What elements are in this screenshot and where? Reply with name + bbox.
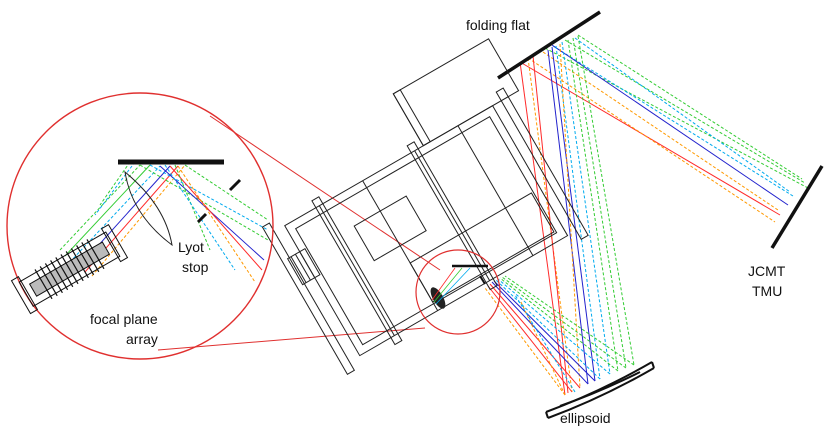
rays-tmu-to-flat xyxy=(519,34,809,223)
focal-plane-array xyxy=(10,223,129,315)
label-lyot: Lyot xyxy=(178,239,204,255)
lens xyxy=(124,170,173,247)
label-tmu: TMU xyxy=(752,283,782,299)
inset-rays xyxy=(59,161,269,283)
inset-circle-small xyxy=(415,249,501,335)
label-jcmt: JCMT xyxy=(748,263,786,279)
folding-flat-mirror xyxy=(497,10,601,80)
label-focal-plane: focal plane xyxy=(90,311,158,327)
cryostat-body xyxy=(261,38,589,375)
label-ellipsoid: ellipsoid xyxy=(560,410,611,426)
label-array: array xyxy=(126,331,158,347)
jcmt-tmu-mirror xyxy=(770,165,824,249)
lyot-stop xyxy=(196,178,242,224)
zoom-connector-lines xyxy=(157,115,441,351)
rays-ellipsoid-to-instrument xyxy=(484,275,635,396)
inset-circle-large xyxy=(6,92,274,360)
label-folding-flat: folding flat xyxy=(466,17,530,33)
label-stop: stop xyxy=(182,259,209,275)
ellipsoid-mirror xyxy=(545,361,655,419)
